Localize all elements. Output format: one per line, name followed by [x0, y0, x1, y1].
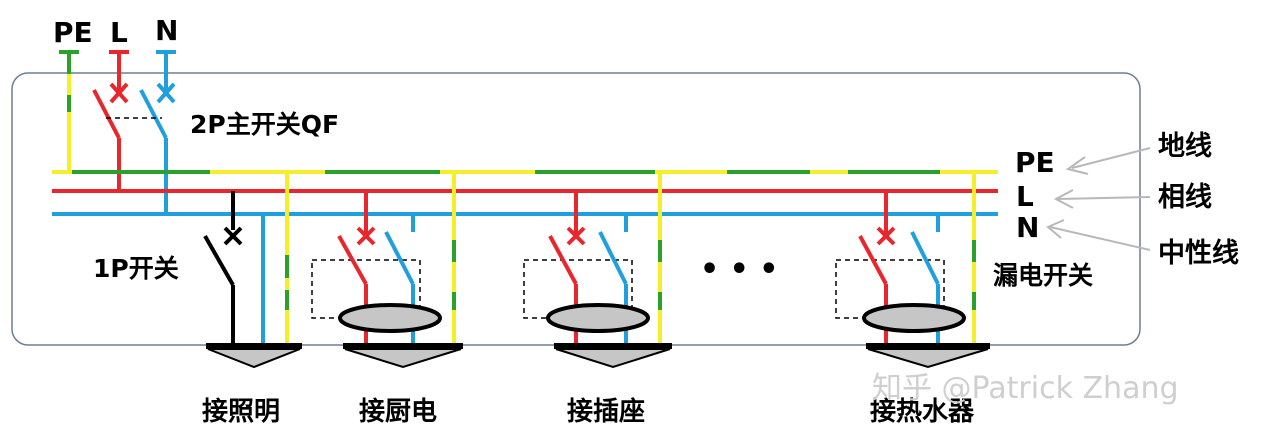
watermark: 知乎 @Patrick Zhang [872, 371, 1179, 406]
load-terminal-socket [554, 343, 672, 369]
ellipsis: • • • [700, 252, 778, 287]
circuit-label-kitchen: 接厨电 [359, 397, 437, 427]
main-switch-label: 2P主开关QF [190, 110, 339, 139]
bus-label-pe: PE [1015, 146, 1055, 179]
incoming-pe [59, 50, 79, 173]
bus-note-l: 相线 [1158, 182, 1212, 213]
supply-label-n: N [155, 14, 178, 47]
incoming-l [92, 50, 129, 190]
bus-label-l: L [1016, 180, 1034, 213]
circuit-label-socket: 接插座 [567, 396, 645, 427]
load-terminal-water-heater [866, 343, 990, 369]
rcd-label: 漏电开关 [993, 261, 1093, 290]
branch-water-heater [835, 172, 976, 344]
bus-note-pe: 地线 [1158, 131, 1212, 162]
branch-socket [523, 172, 662, 344]
bus-note-n: 中性线 [1158, 238, 1239, 269]
load-terminal-kitchen [343, 343, 463, 369]
bus-label-n: N [1016, 211, 1039, 244]
bus-arrows [1046, 147, 1151, 251]
branch-lighting [203, 172, 289, 344]
branch-kitchen [311, 172, 456, 344]
incoming-n [139, 50, 176, 214]
supply-label-l: L [110, 16, 128, 49]
switch-1p-label: 1P开关 [93, 254, 179, 283]
supply-label-pe: PE [53, 16, 93, 49]
load-terminal-lighting [206, 343, 302, 369]
circuit-label-lighting: 接照明 [202, 397, 280, 427]
circuit-label-water-heater: 接热水器 [870, 397, 975, 427]
